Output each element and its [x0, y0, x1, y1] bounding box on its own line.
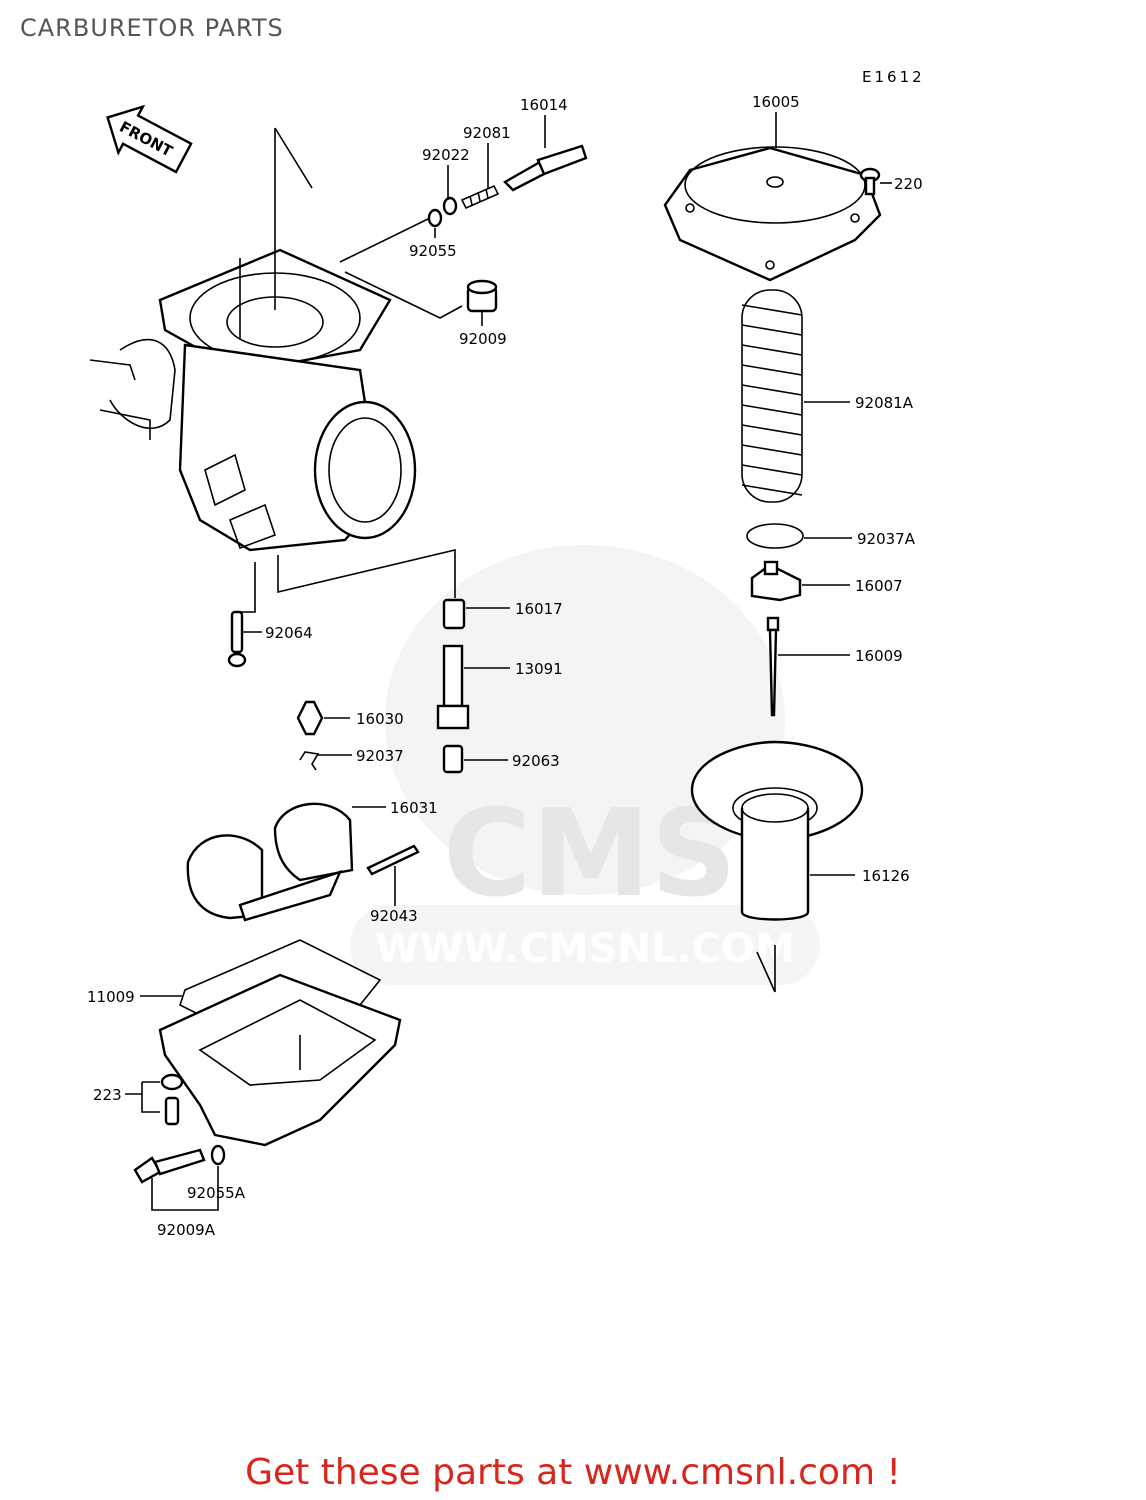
screw-92064 — [227, 610, 247, 668]
screw-220 — [859, 167, 881, 196]
part-label-16126: 16126 — [862, 867, 910, 885]
leader-body-to-16017 — [277, 548, 456, 598]
part-label-92022: 92022 — [422, 146, 470, 164]
part-label-92043: 92043 — [370, 907, 418, 925]
part-label-11009: 11009 — [87, 988, 135, 1006]
top-cover-16005 — [663, 146, 882, 282]
o-ring-92055A — [210, 1144, 226, 1166]
leader-223-bracket — [125, 1081, 160, 1113]
part-label-92081A: 92081A — [855, 394, 914, 412]
part-label-92037A: 92037A — [857, 530, 916, 548]
leader-body-to-92009 — [344, 271, 463, 319]
part-label-92037: 92037 — [356, 747, 404, 765]
spring-92081 — [460, 184, 500, 210]
part-label-16031: 16031 — [390, 799, 438, 817]
leader-body-to-92064 — [238, 562, 256, 613]
jet-needle-16009 — [766, 616, 780, 717]
part-label-92055A: 92055A — [187, 1184, 246, 1202]
part-label-92081: 92081 — [463, 124, 511, 142]
watermark-brand: CMS — [443, 785, 737, 924]
part-label-92063: 92063 — [512, 752, 560, 770]
needle-jet-13091 — [436, 644, 470, 730]
jet-16017 — [442, 598, 466, 630]
needle-holder-16007 — [750, 560, 802, 602]
drain-screw-92009A — [133, 1148, 206, 1184]
part-label-16005: 16005 — [752, 93, 800, 111]
main-jet-92063 — [442, 744, 464, 774]
drawing-code: E1612 — [862, 68, 925, 86]
vacuum-piston-16126 — [690, 740, 864, 993]
part-label-16014: 16014 — [520, 96, 568, 114]
part-labels: 16014 92081 92022 92055 92009 16005 220 … — [87, 93, 923, 1239]
part-label-223: 223 — [93, 1086, 122, 1104]
watermark-url: WWW.CMSNL.COM — [375, 926, 795, 972]
clip-92037 — [299, 751, 320, 771]
leader-body-to-92055 — [339, 217, 431, 263]
part-label-92055: 92055 — [409, 242, 457, 260]
part-label-92064: 92064 — [265, 624, 313, 642]
o-ring-92055 — [427, 208, 443, 228]
leader-drain-bracket — [151, 1166, 219, 1211]
part-label-92009A: 92009A — [157, 1221, 216, 1239]
page-title: CARBURETOR PARTS — [20, 14, 284, 42]
part-label-16030: 16030 — [356, 710, 404, 728]
pilot-screw-16014 — [503, 144, 588, 192]
footer-cta-link[interactable]: Get these parts at www.cmsnl.com ! — [245, 1452, 901, 1493]
cms-watermark: CMS WWW.CMSNL.COM — [350, 545, 820, 985]
screw-223 — [160, 1073, 184, 1126]
part-label-220: 220 — [894, 175, 923, 193]
part-label-16007: 16007 — [855, 577, 903, 595]
carburetor-body — [89, 127, 417, 552]
part-label-16009: 16009 — [855, 647, 903, 665]
front-arrow-tag: FRONT — [106, 104, 193, 174]
float-16031 — [186, 802, 354, 922]
part-label-92009: 92009 — [459, 330, 507, 348]
spring-92081A — [741, 289, 803, 503]
float-valve-16030 — [296, 700, 324, 736]
circlip-92037A — [746, 523, 804, 549]
float-pin-92043 — [366, 844, 420, 876]
washer-92022 — [442, 196, 458, 216]
part-label-16017: 16017 — [515, 600, 563, 618]
part-label-13091: 13091 — [515, 660, 563, 678]
plug-92009 — [466, 279, 498, 313]
